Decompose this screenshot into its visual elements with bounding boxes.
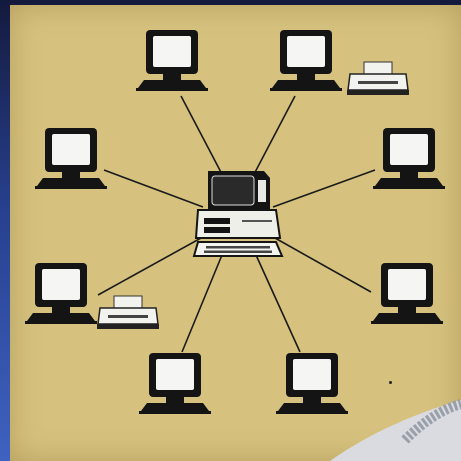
terminal-upper-left <box>35 128 107 189</box>
link-upper-left <box>104 170 203 207</box>
monitor-neck <box>398 307 416 313</box>
monitor-screen <box>287 36 325 67</box>
monitor-neck <box>62 172 80 178</box>
keyboard-edge <box>136 88 208 91</box>
keyboard-base <box>272 80 340 88</box>
terminal-bottom-left <box>139 353 211 414</box>
hub-key-row <box>206 246 270 249</box>
monitor-screen <box>388 269 426 300</box>
central-computer <box>194 171 282 256</box>
keyboard-edge <box>371 321 443 324</box>
hub-key-row <box>204 251 272 254</box>
keyboard-edge <box>35 186 107 189</box>
monitor-neck <box>166 397 184 403</box>
keyboard-edge <box>270 88 342 91</box>
keyboard-base <box>37 178 105 186</box>
keyboard-base <box>375 178 443 186</box>
keyboard-corner-prop <box>330 400 461 461</box>
hub-vent <box>242 220 272 222</box>
keyboard-base <box>141 403 209 411</box>
printer-icon <box>347 62 409 95</box>
terminal-lower-right <box>371 263 443 324</box>
printer-paper <box>364 62 392 74</box>
link-top-left <box>181 96 224 178</box>
keyboard-base <box>278 403 346 411</box>
printer-slot <box>108 315 148 318</box>
keyboard-base <box>138 80 206 88</box>
printer-paper <box>114 296 142 308</box>
hub-drive-bay <box>204 218 230 224</box>
link-upper-right <box>273 170 375 207</box>
terminal-lower-left <box>25 263 97 324</box>
monitor-screen <box>42 269 80 300</box>
hub-monitor-screen <box>212 176 254 205</box>
hub-drive-bay <box>204 227 230 233</box>
printer-base <box>97 324 159 329</box>
hub-monitor-side <box>258 180 266 202</box>
link-bottom-right <box>256 255 300 352</box>
keyboard-base <box>27 313 95 321</box>
monitor-neck <box>52 307 70 313</box>
printer-slot <box>358 81 398 84</box>
monitor-screen <box>293 359 331 390</box>
printer-base <box>347 90 409 95</box>
keyboard-base <box>373 313 441 321</box>
link-lower-right <box>275 238 371 292</box>
monitor-neck <box>163 74 181 80</box>
terminal-top-right <box>270 30 342 91</box>
monitor-screen <box>390 134 428 165</box>
link-bottom-left <box>182 255 222 352</box>
speck <box>389 381 392 384</box>
monitor-neck <box>297 74 315 80</box>
terminal-top-left <box>136 30 208 91</box>
monitor-neck <box>400 172 418 178</box>
monitor-screen <box>153 36 191 67</box>
keyboard-edge <box>25 321 97 324</box>
link-lower-left <box>98 238 201 295</box>
terminal-upper-right <box>373 128 445 189</box>
link-top-right <box>252 96 295 178</box>
terminal-bottom-right <box>276 353 348 414</box>
keyboard-edge <box>139 411 211 414</box>
monitor-neck <box>303 397 321 403</box>
printer-icon <box>97 296 159 329</box>
hub-keyboard <box>194 242 282 256</box>
keyboard-edge <box>373 186 445 189</box>
keyboard-edge <box>276 411 348 414</box>
monitor-screen <box>156 359 194 390</box>
monitor-screen <box>52 134 90 165</box>
